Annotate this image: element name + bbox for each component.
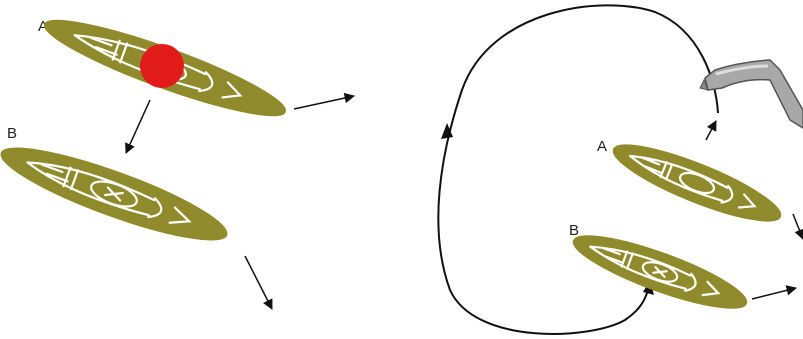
arrow-right-bottom [752,288,796,299]
red-marker [140,44,184,88]
right-cell-a-label: A [597,138,607,155]
arrow-left-down-a [126,100,150,153]
left-cell-b-label: B [7,125,17,142]
arrow-right-up [706,121,716,140]
right-cell-b [567,223,753,322]
right-cell-a [606,132,787,235]
left-cell-b [0,132,234,255]
arrow-right-down [793,214,803,239]
arrow-left-down-b [245,256,272,309]
left-panel: A B [0,5,354,309]
right-panel: A B [438,5,803,334]
right-cell-b-label: B [569,222,579,239]
arrow-left-right [294,96,354,109]
